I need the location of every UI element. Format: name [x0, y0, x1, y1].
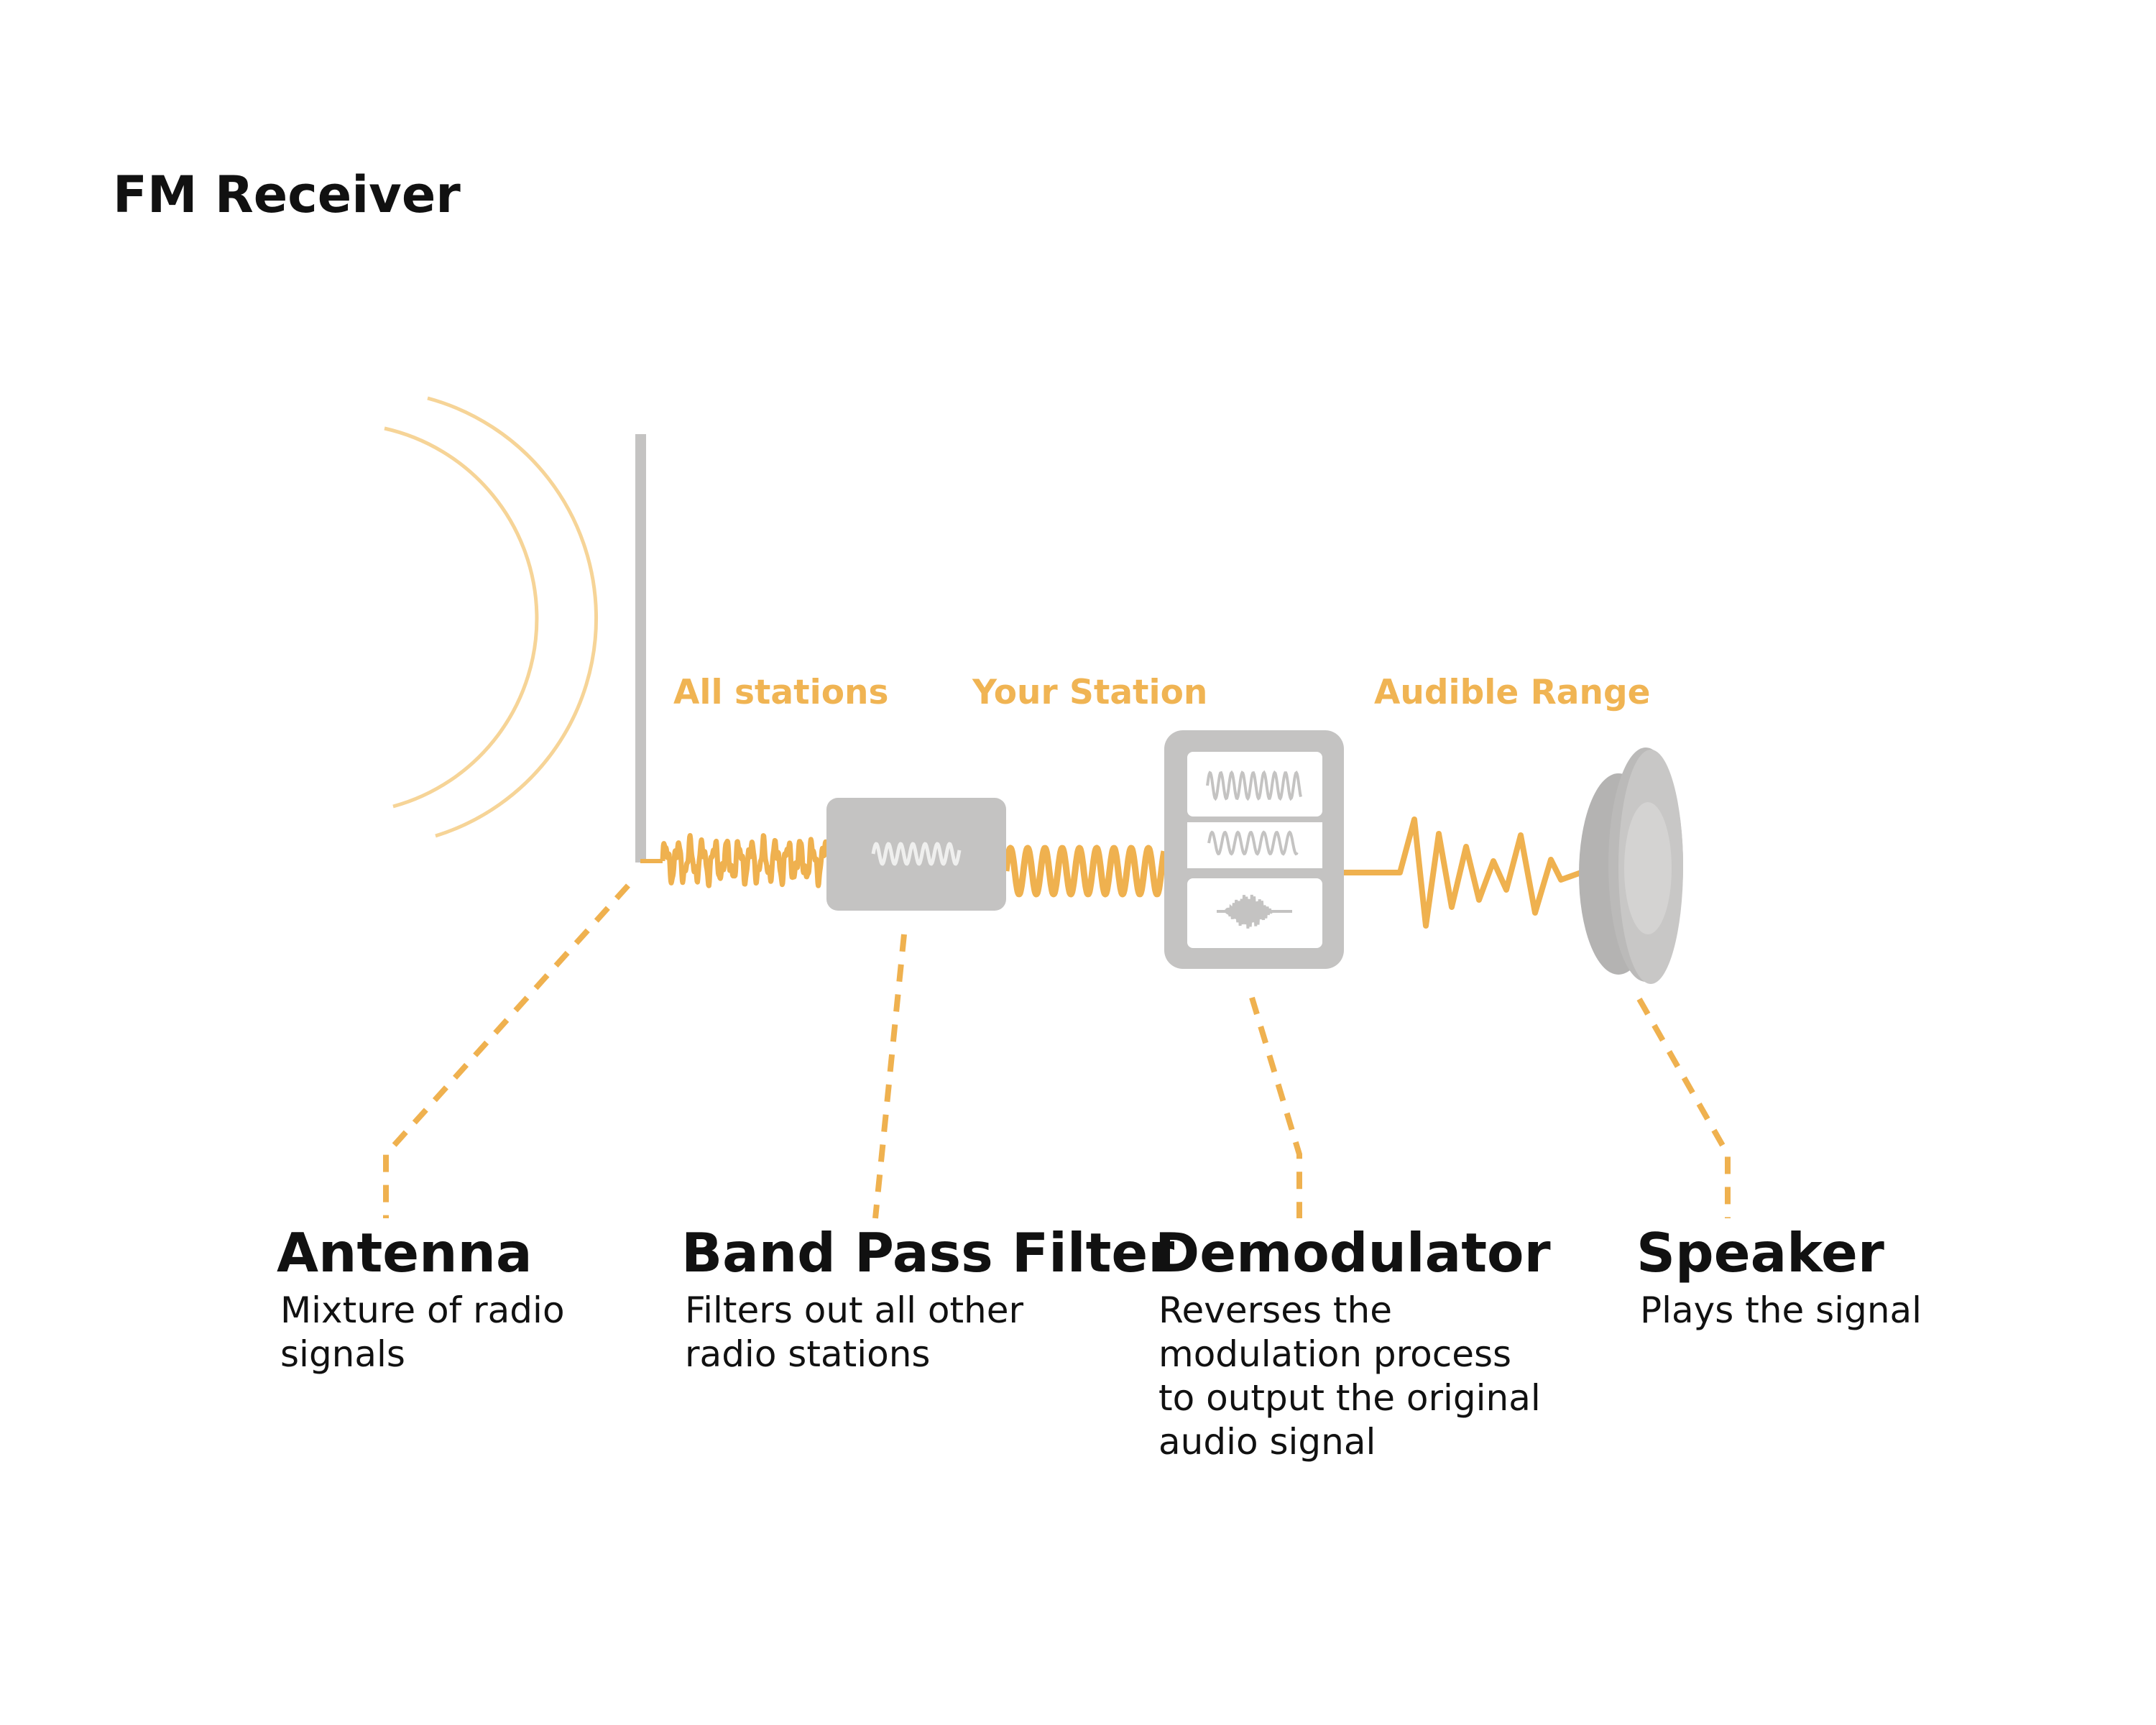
speaker-leader-line: [1636, 998, 1731, 1218]
demodulator-icon: [1164, 730, 1344, 969]
demodulator-name: Demodulator: [1155, 1221, 1551, 1284]
band-pass-filter-component: Band Pass Filter Filters out all other r…: [681, 1221, 1175, 1376]
demodulator-component: Demodulator Reverses the modulation proc…: [1155, 1223, 1557, 1464]
speaker-description: Plays the signal: [1640, 1289, 1922, 1331]
all-stations-wave: [660, 833, 829, 888]
page-title: FM Receiver: [113, 165, 461, 224]
antenna-description: Mixture of radio signals: [280, 1289, 565, 1375]
radio-waves-icon: [384, 396, 598, 838]
speaker-icon: [1579, 748, 1683, 984]
speaker-name: Speaker: [1636, 1221, 1884, 1284]
leader-lines: [383, 883, 1731, 1219]
filter-leader-line: [872, 934, 907, 1219]
all-stations-label: All stations: [673, 673, 889, 712]
audible-range-wave: [1344, 816, 1583, 929]
band-pass-filter-name: Band Pass Filter: [681, 1221, 1175, 1284]
audible-range-label: Audible Range: [1374, 673, 1651, 712]
your-station-label: Your Station: [972, 673, 1208, 712]
antenna-mast: [635, 434, 646, 862]
speaker-component: Speaker Plays the signal: [1636, 1223, 2039, 1333]
demodulator-leader-line: [1249, 996, 1302, 1218]
band-pass-filter-icon: [826, 798, 1006, 911]
antenna-component: Antenna Mixture of radio signals: [277, 1223, 586, 1376]
antenna-leader-line: [383, 883, 630, 1218]
demodulator-description: Reverses the modulation process to outpu…: [1158, 1289, 1541, 1463]
your-station-wave: [1003, 845, 1168, 898]
band-pass-filter-description: Filters out all other radio stations: [685, 1289, 1024, 1375]
antenna-name: Antenna: [277, 1221, 533, 1284]
